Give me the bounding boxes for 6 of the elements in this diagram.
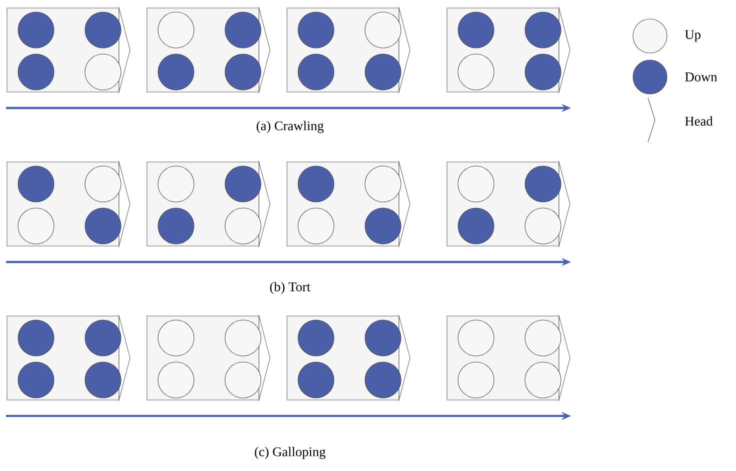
caption: (b) Tort [270, 282, 310, 294]
caption: (a) Crawling [256, 120, 324, 134]
caption: (c) Galloping [254, 446, 326, 460]
legend-label: Down [685, 72, 718, 82]
legend-label: Up [684, 30, 700, 42]
legend-label: Head [685, 116, 713, 126]
